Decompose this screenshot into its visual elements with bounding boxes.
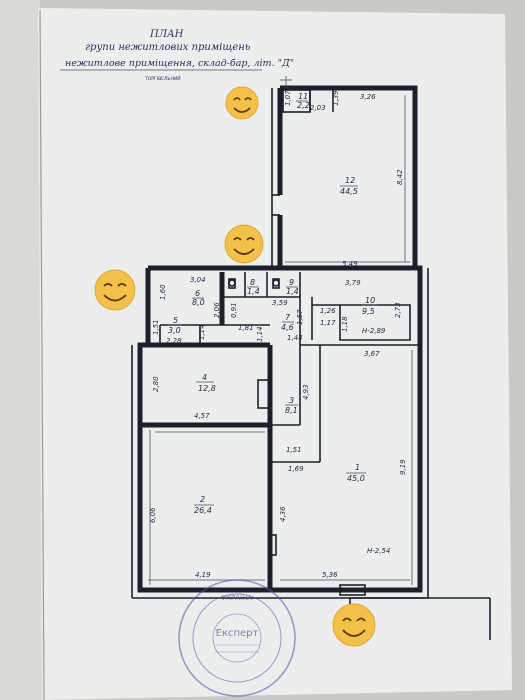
svg-text:9: 9 [289, 278, 294, 287]
dimension-lines [148, 95, 413, 585]
svg-text:9,5: 9,5 [362, 307, 375, 316]
svg-text:9,19: 9,19 [399, 459, 407, 475]
stamp-ring-text: УКРАЇНА [222, 593, 253, 602]
svg-text:3: 3 [289, 396, 294, 405]
svg-text:1,57: 1,57 [296, 309, 304, 325]
svg-text:6,06: 6,06 [149, 507, 157, 523]
page-fold [39, 9, 45, 700]
svg-text:1,17: 1,17 [320, 319, 336, 327]
svg-text:1,44: 1,44 [287, 334, 303, 342]
room-6: 6 8,0 [192, 289, 205, 307]
smiley-sticker-2 [224, 224, 264, 264]
svg-text:44,5: 44,5 [340, 187, 358, 196]
svg-text:5: 5 [173, 316, 178, 325]
previous-page-edge [0, 0, 42, 700]
svg-text:3,26: 3,26 [360, 93, 376, 101]
svg-text:5,36: 5,36 [322, 571, 338, 579]
svg-text:4,36: 4,36 [279, 506, 287, 522]
plan-floor-note: ТОРГІВЕЛЬНИЙ [144, 75, 181, 82]
dimension-labels: 1,07 2,03 1,39 3,26 8,42 5,49 3,04 1,60 … [149, 90, 407, 579]
svg-text:7: 7 [285, 313, 291, 322]
svg-text:4,93: 4,93 [302, 384, 310, 400]
svg-text:1,51: 1,51 [152, 319, 160, 335]
svg-text:1,39: 1,39 [332, 90, 340, 106]
paper-page [38, 8, 512, 700]
svg-text:1,14: 1,14 [198, 324, 206, 340]
svg-text:8,0: 8,0 [192, 298, 205, 307]
svg-text:1,51: 1,51 [286, 446, 302, 454]
room-3: 3 8,1 [285, 396, 298, 415]
svg-text:45,0: 45,0 [347, 474, 365, 483]
svg-text:4: 4 [202, 373, 207, 382]
plan-building-line: нежитлове приміщення, склад-бар, літ. "Д… [65, 58, 294, 69]
room-12: 12 44,5 [340, 176, 358, 196]
svg-text:1,60: 1,60 [159, 284, 167, 300]
plan-subtitle: групи нежитлових приміщень [85, 42, 250, 53]
svg-text:10: 10 [365, 296, 375, 305]
plan-title: ПЛАН [149, 29, 184, 40]
svg-text:4,6: 4,6 [281, 323, 294, 332]
room-2: 2 26,4 [194, 495, 214, 515]
room-labels: 11 2,2 12 44,5 6 8,0 8 1,4 9 1,4 7 4,6 [168, 92, 378, 515]
svg-text:1,4: 1,4 [247, 287, 260, 296]
svg-text:2,28: 2,28 [166, 337, 182, 345]
official-stamp: Експерт УКРАЇНА [178, 579, 296, 697]
svg-text:6: 6 [195, 289, 200, 298]
room-9: 9 1,4 [286, 278, 299, 296]
svg-text:2,2: 2,2 [297, 101, 310, 110]
svg-text:1,26: 1,26 [320, 307, 336, 315]
svg-text:2,03: 2,03 [310, 104, 326, 112]
height-mark-room-10: H-2,89 [362, 327, 386, 335]
svg-text:4,19: 4,19 [195, 571, 211, 579]
svg-text:2,73: 2,73 [394, 302, 402, 318]
svg-text:8: 8 [250, 278, 255, 287]
room-1: 1 45,0 [346, 463, 366, 483]
svg-text:2,06: 2,06 [213, 302, 221, 318]
svg-text:1: 1 [355, 463, 360, 472]
svg-text:3,67: 3,67 [364, 350, 380, 358]
svg-text:12,8: 12,8 [198, 384, 216, 393]
room-11: 11 2,2 [296, 92, 310, 110]
room-4: 4 12,8 [196, 373, 216, 393]
svg-text:8,1: 8,1 [285, 406, 298, 415]
svg-text:26,4: 26,4 [194, 506, 212, 515]
svg-text:11: 11 [298, 92, 308, 101]
svg-text:0,91: 0,91 [230, 302, 238, 318]
svg-text:3,0: 3,0 [168, 326, 181, 335]
room-7: 7 4,6 [281, 313, 294, 332]
svg-text:2,80: 2,80 [152, 376, 160, 392]
smiley-sticker-3 [94, 269, 136, 311]
svg-text:1,4: 1,4 [286, 287, 299, 296]
room-8: 8 1,4 [247, 278, 260, 296]
svg-text:8,42: 8,42 [396, 169, 404, 185]
svg-text:1,07: 1,07 [284, 90, 292, 106]
svg-text:12: 12 [345, 176, 355, 185]
svg-text:1,81: 1,81 [238, 324, 254, 332]
smiley-sticker-4 [332, 603, 376, 647]
svg-text:1,69: 1,69 [288, 465, 304, 473]
svg-text:3,04: 3,04 [190, 276, 206, 284]
svg-text:3,79: 3,79 [345, 279, 361, 287]
smiley-sticker-1 [225, 86, 259, 120]
svg-text:4,57: 4,57 [194, 412, 210, 420]
svg-text:5,49: 5,49 [342, 260, 358, 268]
stamp-center-text: Експерт [216, 628, 259, 639]
svg-text:2: 2 [200, 495, 205, 504]
svg-text:3,59: 3,59 [272, 299, 288, 307]
height-mark-room-1: H-2,54 [367, 547, 390, 555]
room-5: 5 3,0 [168, 316, 182, 335]
svg-text:1,18: 1,18 [341, 316, 349, 332]
room-10: 10 9,5 [362, 296, 378, 316]
svg-text:1,14: 1,14 [256, 326, 264, 342]
